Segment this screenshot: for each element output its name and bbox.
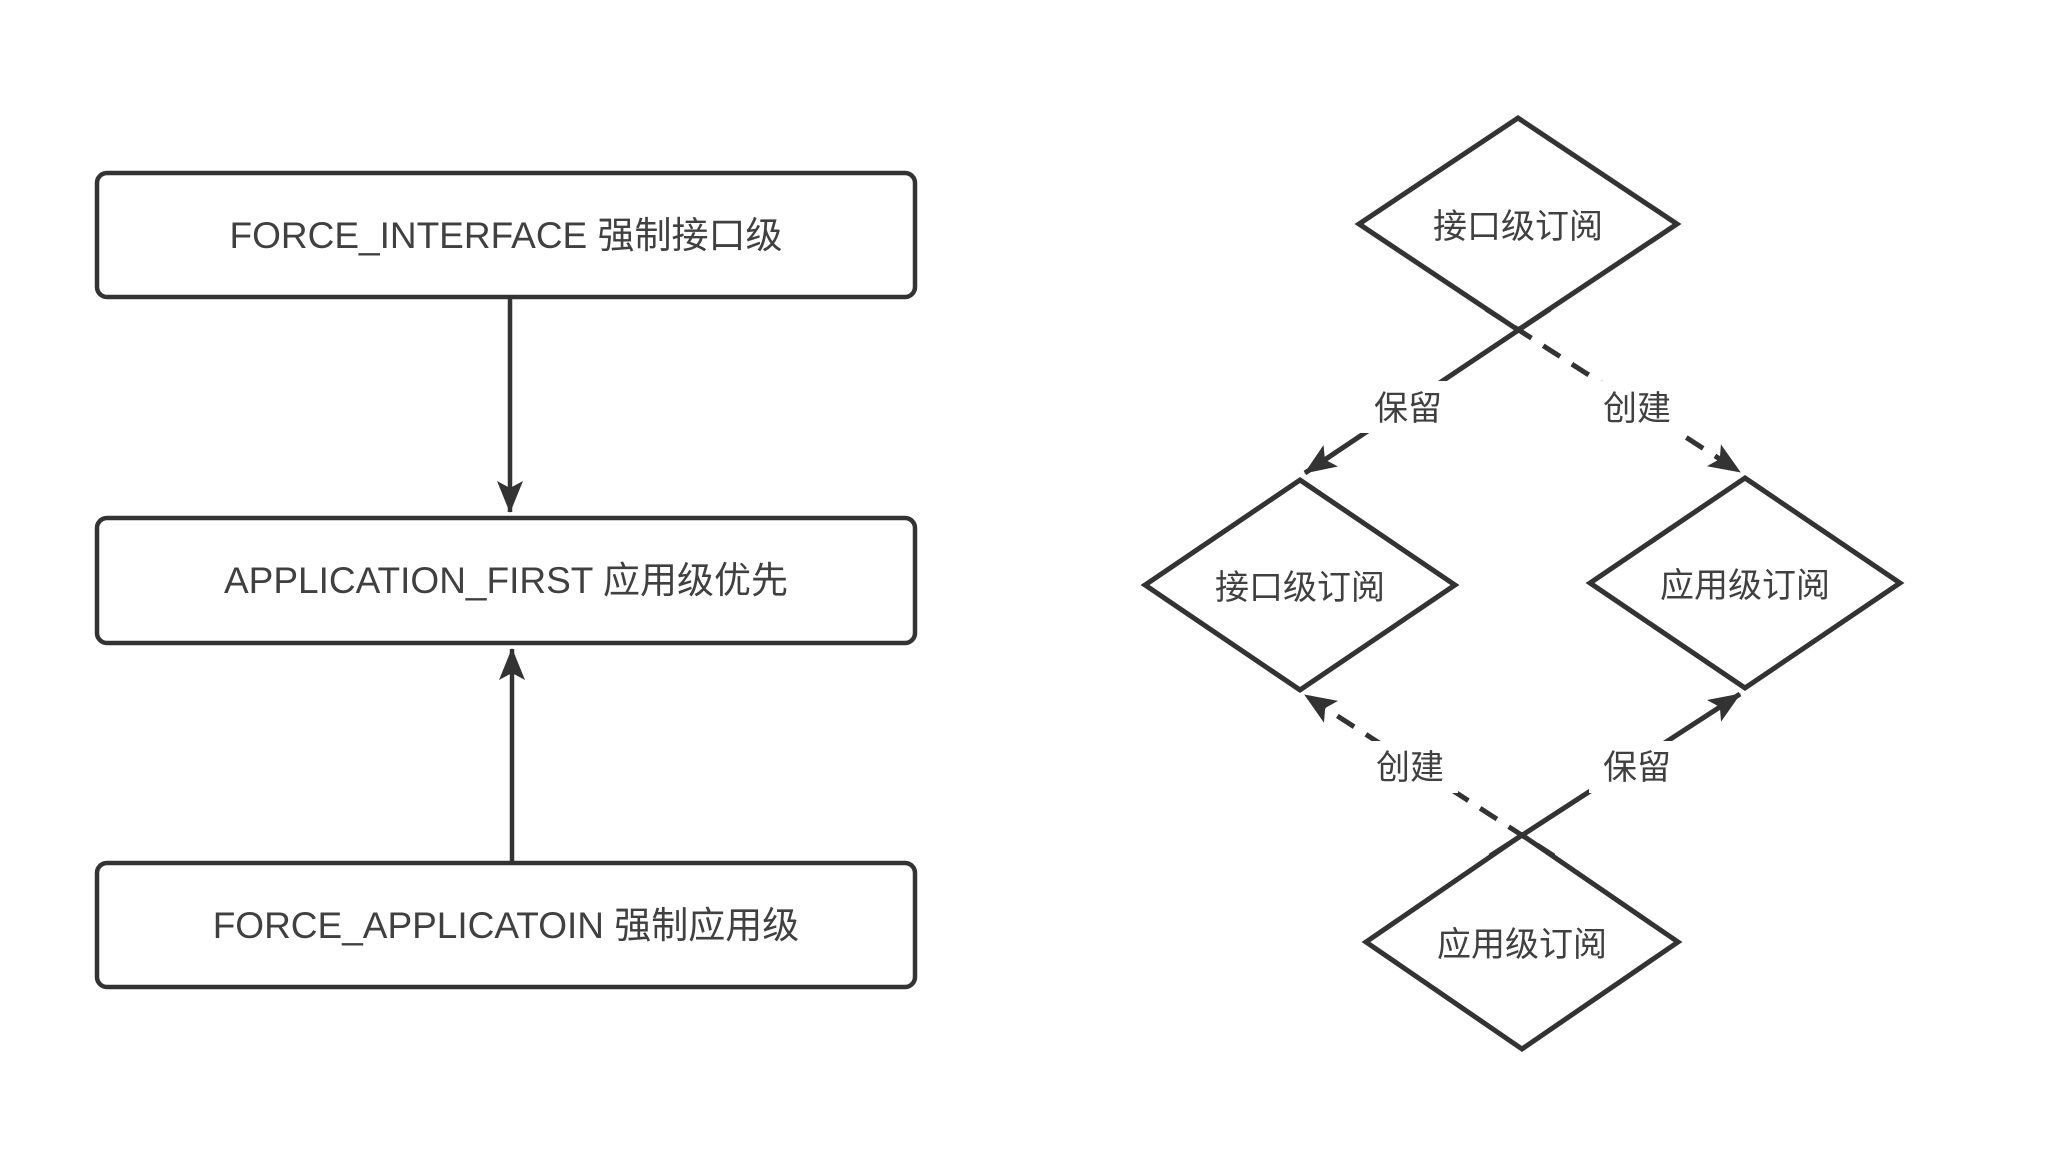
diamond-graph: 保留 创建 创建 保留 接口级订阅 接口级订阅 应用级订阅 应用级订阅 bbox=[1140, 114, 1905, 1053]
edge-label-bg-top-left bbox=[1360, 381, 1456, 433]
diamond-node-mid-right-label: 应用级订阅 bbox=[1660, 567, 1830, 605]
diamond-node-top-label: 接口级订阅 bbox=[1433, 208, 1603, 246]
edge-label-baoliu-top: 保留 bbox=[1374, 390, 1442, 428]
flow-node-force-interface-label: FORCE_INTERFACE 强制接口级 bbox=[230, 215, 783, 256]
flow-node-application-first bbox=[94, 515, 918, 646]
diamond-node-mid-left bbox=[1140, 476, 1460, 694]
flow-node-application-first-label: APPLICATION_FIRST 应用级优先 bbox=[224, 560, 788, 601]
diamond-node-mid-left-label: 接口级订阅 bbox=[1215, 569, 1385, 607]
diamond-node-mid-right bbox=[1585, 474, 1905, 692]
edge-label-bg-top-right bbox=[1589, 381, 1685, 433]
diamond-node-bottom-label: 应用级订阅 bbox=[1437, 926, 1607, 964]
flow-node-force-application-label: FORCE_APPLICATOIN 强制应用级 bbox=[213, 905, 800, 946]
edge-label-baoliu-bottom: 保留 bbox=[1603, 749, 1671, 787]
diamond-node-bottom bbox=[1361, 831, 1683, 1053]
flow-node-force-interface bbox=[94, 170, 918, 300]
flow-node-force-application bbox=[94, 860, 918, 990]
edge-label-bg-bottom-right bbox=[1589, 741, 1685, 793]
flowchart: FORCE_INTERFACE 强制接口级 APPLICATION_FIRST … bbox=[94, 170, 918, 990]
edge-label-bg-bottom-left bbox=[1362, 741, 1458, 793]
edge-label-chuangjian-bottom: 创建 bbox=[1376, 749, 1444, 787]
edge-label-chuangjian-top: 创建 bbox=[1603, 390, 1671, 428]
